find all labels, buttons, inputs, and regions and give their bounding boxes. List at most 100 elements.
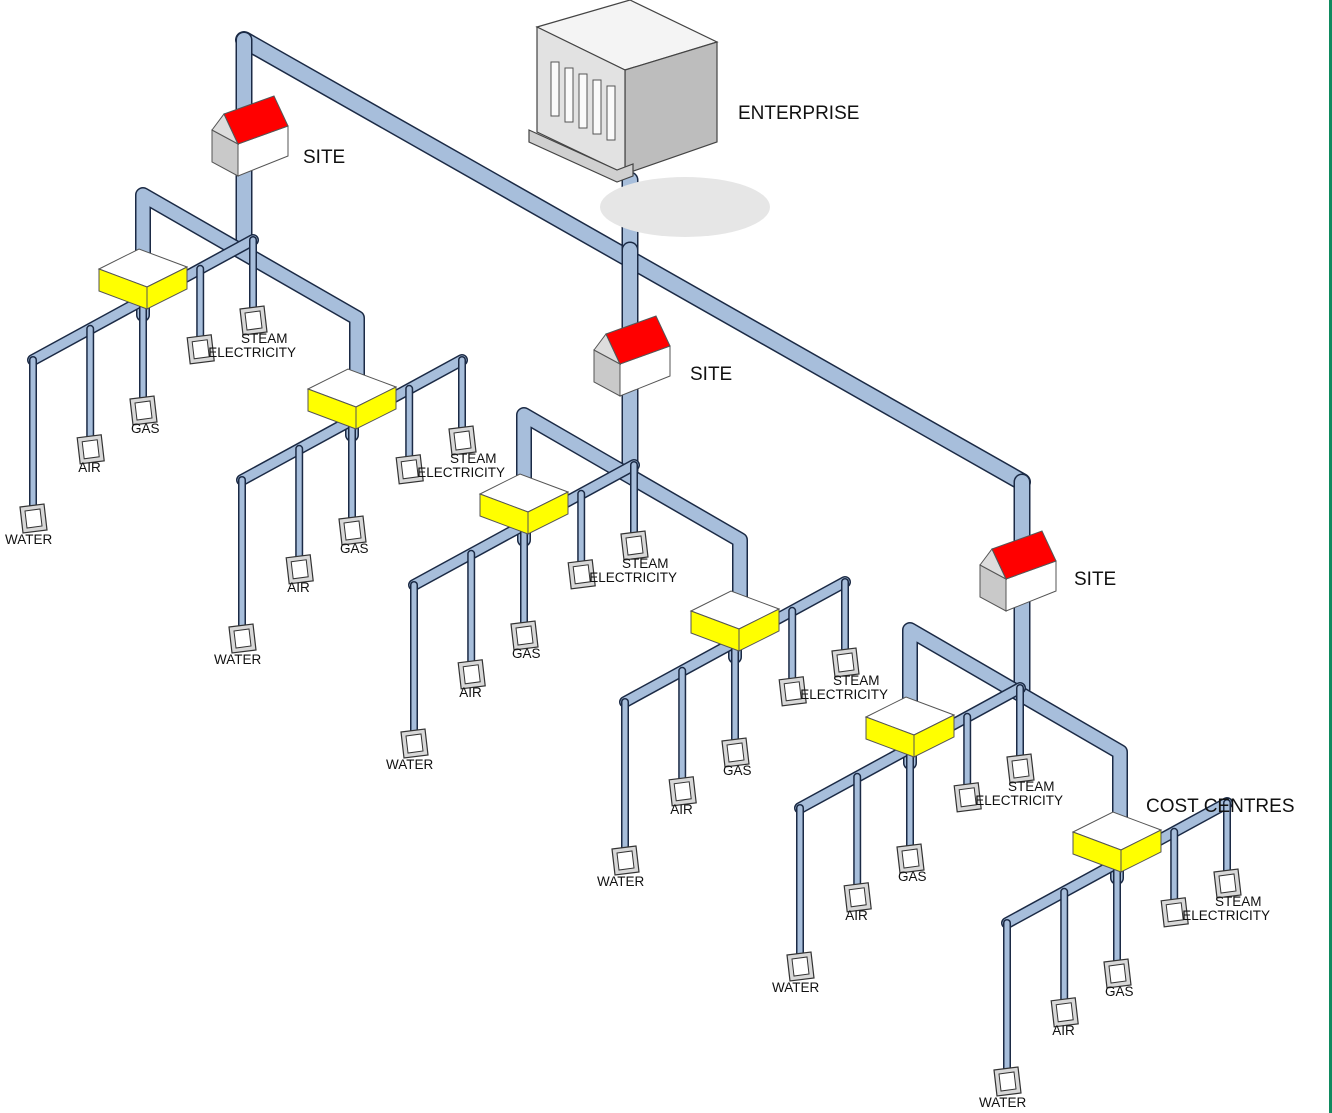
cluster-6-label-electricity: ELECTRICITY bbox=[1182, 908, 1270, 923]
cluster-5-label-gas: GAS bbox=[898, 869, 927, 884]
cluster-1-label-electricity: ELECTRICITY bbox=[208, 345, 296, 360]
cluster-1-meter-gas-icon bbox=[129, 395, 158, 426]
cluster-2-meter-gas-icon-screen bbox=[343, 520, 362, 541]
cluster-1-meter-water-icon bbox=[19, 503, 48, 534]
cluster-2-cost-centre-box-side bbox=[355, 386, 397, 430]
enterprise-column-2 bbox=[564, 67, 574, 123]
cluster-1-label-water: WATER bbox=[5, 532, 52, 547]
cluster-1-label-gas: GAS bbox=[131, 421, 160, 436]
cluster-6-cost-centre-box-side bbox=[1120, 829, 1162, 873]
diagram-nodes bbox=[19, 0, 1242, 1097]
cluster-5-meter-gas-icon-screen bbox=[901, 848, 920, 869]
cluster-5-meter-air-icon bbox=[843, 882, 872, 913]
cluster-6-label-gas: GAS bbox=[1105, 984, 1134, 999]
cluster-3-label-gas: GAS bbox=[512, 646, 541, 661]
cluster-1-label-air: AIR bbox=[78, 460, 101, 475]
enterprise-shadow bbox=[600, 177, 770, 237]
site-1-house-icon bbox=[211, 95, 289, 177]
cluster-3-meter-steam-icon bbox=[620, 530, 649, 561]
cluster-4-label-electricity: ELECTRICITY bbox=[800, 687, 888, 702]
cluster-5-cost-centre-box-side bbox=[913, 714, 955, 758]
cluster-1-meter-air-icon-screen bbox=[81, 439, 100, 460]
enterprise-label: ENTERPRISE bbox=[738, 103, 859, 124]
cluster-4-meter-water-icon bbox=[611, 845, 640, 876]
cluster-3-meter-gas-icon-screen bbox=[515, 625, 534, 646]
right-edge-strip bbox=[1329, 0, 1332, 1113]
cluster-3-meter-electricity-icon-screen bbox=[572, 564, 591, 585]
cluster-2-label-electricity: ELECTRICITY bbox=[417, 465, 505, 480]
cluster-2-meter-steam-icon-screen bbox=[453, 430, 472, 451]
cluster-1-cost-centre-box-side bbox=[146, 266, 188, 310]
cluster-4-meter-steam-icon bbox=[831, 647, 860, 678]
site-3-house-icon bbox=[979, 530, 1057, 612]
site-label-3: SITE bbox=[1074, 569, 1116, 590]
cluster-3-meter-gas-icon bbox=[510, 620, 539, 651]
cluster-6-meter-electricity-icon-screen bbox=[1165, 902, 1184, 923]
cluster-5-label-electricity: ELECTRICITY bbox=[975, 793, 1063, 808]
cluster-3-meter-water-icon bbox=[400, 728, 429, 759]
enterprise-building-icon bbox=[528, 0, 770, 237]
cluster-6-label-air: AIR bbox=[1052, 1023, 1075, 1038]
cluster-1-cost-centre-box bbox=[97, 248, 189, 310]
cluster-2-label-gas: GAS bbox=[340, 541, 369, 556]
cluster-5-meter-gas-icon bbox=[896, 843, 925, 874]
enterprise-column-3 bbox=[578, 73, 588, 129]
cluster-2-cost-centre-box bbox=[306, 368, 398, 430]
enterprise-column-1 bbox=[550, 61, 560, 117]
cluster-4-meter-steam-icon-screen bbox=[836, 652, 855, 673]
cost-centres-label: COST CENTRES bbox=[1146, 796, 1295, 817]
cluster-6-meter-electricity-icon bbox=[1160, 897, 1189, 928]
cluster-6-meter-water-icon bbox=[993, 1066, 1022, 1097]
cluster-5-meter-electricity-icon-screen bbox=[958, 787, 977, 808]
cluster-5-meter-steam-icon bbox=[1006, 753, 1035, 784]
cluster-6-meter-gas-icon-screen bbox=[1108, 963, 1127, 984]
cluster-2-label-air: AIR bbox=[287, 580, 310, 595]
cluster-3-label-air: AIR bbox=[459, 685, 482, 700]
site-2-house-icon bbox=[593, 315, 671, 397]
diagram-labels: ENTERPRISE SITE SITE SITE COST CENTRES W… bbox=[5, 103, 1295, 1110]
cluster-3-label-water: WATER bbox=[386, 757, 433, 772]
cluster-4-meter-electricity-icon bbox=[778, 676, 807, 707]
site-3-house-icon-roof bbox=[991, 530, 1057, 580]
cluster-1-meter-electricity-icon bbox=[186, 334, 215, 365]
cluster-1-label-steam: STEAM bbox=[241, 331, 288, 346]
cluster-2-meter-gas-icon bbox=[338, 515, 367, 546]
cluster-6-cost-centre-box bbox=[1071, 811, 1163, 873]
cluster-2-label-water: WATER bbox=[214, 652, 261, 667]
cluster-6-meter-water-icon-screen bbox=[998, 1071, 1017, 1092]
site-label-2: SITE bbox=[690, 364, 732, 385]
cluster-3-meter-steam-icon-screen bbox=[625, 535, 644, 556]
cluster-3-cost-centre-box bbox=[478, 473, 570, 535]
cluster-6-label-water: WATER bbox=[979, 1095, 1026, 1110]
site-label-1: SITE bbox=[303, 147, 345, 168]
cluster-2-label-steam: STEAM bbox=[450, 451, 497, 466]
cluster-6-meter-gas-icon bbox=[1103, 958, 1132, 989]
cluster-5-label-steam: STEAM bbox=[1008, 779, 1055, 794]
cluster-4-label-steam: STEAM bbox=[833, 673, 880, 688]
cluster-4-meter-electricity-icon-screen bbox=[783, 681, 802, 702]
cluster-4-label-gas: GAS bbox=[723, 763, 752, 778]
cluster-5-meter-water-icon bbox=[786, 951, 815, 982]
site-2-house-icon-roof bbox=[605, 315, 671, 365]
cluster-6-meter-air-icon-screen bbox=[1055, 1002, 1074, 1023]
cluster-1-meter-steam-icon-screen bbox=[244, 310, 263, 331]
cluster-2-meter-air-icon-screen bbox=[290, 559, 309, 580]
cluster-4-label-air: AIR bbox=[670, 802, 693, 817]
cluster-6-label-steam: STEAM bbox=[1215, 894, 1262, 909]
cluster-2-meter-electricity-icon-screen bbox=[400, 459, 419, 480]
cluster-1-meter-steam-icon bbox=[239, 305, 268, 336]
cluster-3-label-electricity: ELECTRICITY bbox=[589, 570, 677, 585]
enterprise-column-4 bbox=[592, 79, 602, 135]
cluster-4-meter-air-icon bbox=[668, 776, 697, 807]
cluster-4-cost-centre-box-side bbox=[738, 608, 780, 652]
cluster-2-meter-steam-icon bbox=[448, 425, 477, 456]
cluster-6-meter-steam-icon-screen bbox=[1218, 873, 1237, 894]
cluster-2-meter-water-icon-screen bbox=[233, 628, 252, 649]
cluster-5-meter-air-icon-screen bbox=[848, 887, 867, 908]
cluster-4-cost-centre-box bbox=[689, 590, 781, 652]
cluster-3-meter-water-icon-screen bbox=[405, 733, 424, 754]
cluster-3-meter-air-icon-screen bbox=[462, 664, 481, 685]
cluster-2-meter-air-icon bbox=[285, 554, 314, 585]
